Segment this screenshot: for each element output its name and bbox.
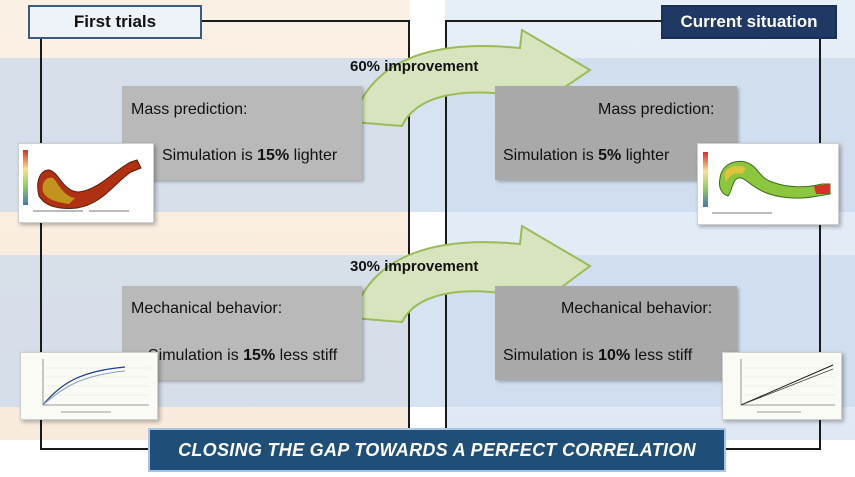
left-mechanical-result: Simulation is 15% less stiff	[148, 347, 338, 364]
colorbar	[23, 150, 28, 205]
left-mass-simulation-image	[18, 143, 154, 223]
left-mass-label: Mass prediction:	[131, 101, 248, 118]
right-mass-label: Mass prediction:	[598, 101, 715, 118]
left-mechanical-label: Mechanical behavior:	[131, 300, 283, 317]
current-situation-title: Current situation	[661, 5, 837, 39]
closing-gap-banner-text: CLOSING THE GAP TOWARDS A PERFECT CORREL…	[178, 439, 696, 460]
first-trials-title: First trials	[28, 5, 202, 39]
right-stiffness-graph	[722, 352, 842, 420]
left-mass-result: Simulation is 15% lighter	[162, 147, 338, 164]
left-mechanical-panel	[122, 286, 362, 380]
current-situation-title-text: Current situation	[680, 12, 818, 31]
colorbar	[703, 152, 708, 207]
right-mechanical-panel	[495, 286, 737, 380]
left-stiffness-graph	[20, 352, 158, 420]
closing-gap-banner: CLOSING THE GAP TOWARDS A PERFECT CORREL…	[148, 428, 726, 472]
top-arrow-label: 60% improvement	[350, 58, 479, 75]
first-trials-title-text: First trials	[73, 12, 157, 31]
left-mass-panel	[122, 86, 362, 180]
right-mass-panel	[495, 86, 737, 180]
right-mass-simulation-image	[697, 143, 839, 225]
bottom-arrow-label: 30% improvement	[350, 258, 479, 275]
right-mass-result: Simulation is 5% lighter	[503, 147, 670, 164]
right-mechanical-result: Simulation is 10% less stiff	[503, 347, 693, 364]
right-mechanical-label: Mechanical behavior:	[561, 300, 713, 317]
